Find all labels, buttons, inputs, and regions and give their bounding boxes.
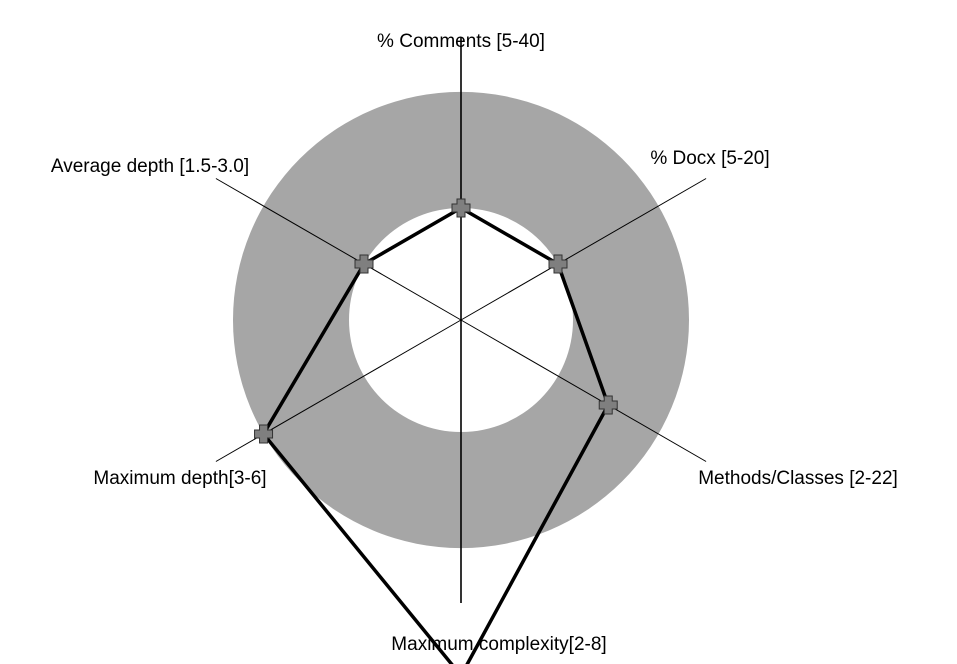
data-point-marker [254,424,274,444]
axis-label-5: Average depth [1.5-3.0] [51,156,249,177]
axis-label-3: Maximum complexity[2-8] [391,634,606,655]
spoke-1 [460,178,707,321]
series-markers [254,198,618,444]
spoke-5 [215,178,462,321]
data-point-marker [451,198,471,218]
spoke-2 [460,319,707,462]
data-point-marker [598,395,618,415]
target-range-band [232,91,689,549]
data-point-marker [548,254,568,274]
axis-labels: % Comments [5-40] % Docx [5-20] Methods/Cl… [51,31,898,655]
axis-label-1: % Docx [5-20] [650,148,769,169]
axis-label-4: Maximum depth[3-6] [93,468,266,489]
axis-label-0: % Comments [5-40] [377,31,545,52]
axis-label-2: Methods/Classes [2-22] [698,468,898,489]
data-point-marker [354,254,374,274]
